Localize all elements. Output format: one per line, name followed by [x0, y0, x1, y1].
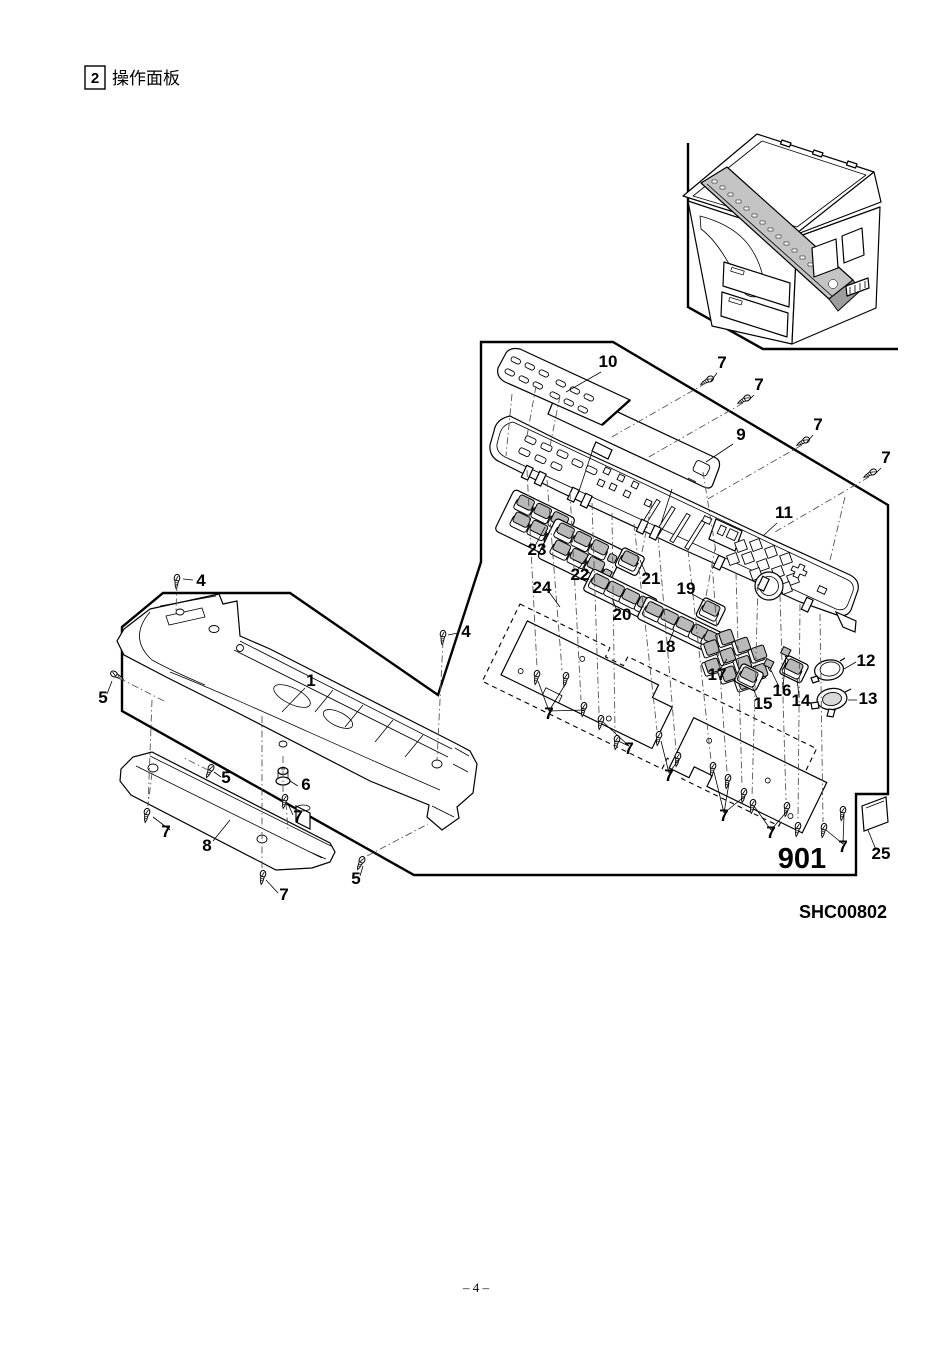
label-20: 20	[613, 605, 632, 624]
label-10: 10	[599, 352, 618, 371]
left-alignment-lines	[118, 583, 444, 868]
label-11: 11	[775, 503, 793, 522]
label-18: 18	[657, 637, 676, 656]
right-assembly	[481, 347, 889, 851]
label-7-left1: 7	[161, 822, 170, 841]
label-16: 16	[773, 681, 792, 700]
right-leaders	[534, 371, 882, 851]
part-13-dial	[810, 687, 852, 718]
label-24: 24	[533, 578, 552, 597]
label-7-pcb5: 7	[766, 823, 775, 842]
label-21: 21	[642, 569, 661, 588]
part-14-key	[779, 655, 809, 684]
label-17: 17	[708, 665, 727, 684]
part-8-strip	[119, 751, 336, 871]
label-4a: 4	[196, 571, 206, 590]
label-22: 22	[571, 565, 590, 584]
part-10-overlay-sheet	[497, 347, 632, 426]
part-21-key	[614, 547, 645, 576]
label-15: 15	[754, 694, 773, 713]
left-assembly	[106, 573, 478, 894]
section-index-box	[84, 65, 106, 90]
label-7-top1: 7	[717, 353, 726, 372]
label-7-top3: 7	[813, 415, 822, 434]
section-title-text: 操作面板	[112, 69, 180, 88]
part-19-key	[695, 597, 726, 626]
label-5a: 5	[98, 688, 107, 707]
label-4b: 4	[461, 622, 471, 641]
part-25-sheet	[861, 796, 889, 832]
part-labels: 4 4 5 1 5 6 7 8 7 5 7 10 7 7 9 7 7 11 23…	[98, 352, 890, 904]
label-7-left2: 7	[293, 807, 302, 826]
part-1-front-cover	[116, 593, 478, 831]
part-12-dial	[810, 657, 846, 684]
label-7-pcb4: 7	[719, 806, 728, 825]
section-title: 2 操作面板	[84, 65, 180, 90]
screw-5b	[203, 763, 216, 780]
label-12: 12	[857, 651, 876, 670]
label-9: 9	[736, 425, 745, 444]
label-25: 25	[872, 844, 891, 863]
label-5b: 5	[221, 768, 230, 787]
label-7-top4: 7	[881, 448, 890, 467]
label-7-left3: 7	[279, 885, 288, 904]
assembly-code: 901	[778, 843, 826, 875]
label-14: 14	[792, 691, 811, 710]
part-16-clips	[762, 645, 792, 673]
drawing-code: SHC00802	[799, 902, 887, 922]
label-7-pcb2: 7	[624, 739, 633, 758]
label-6: 6	[301, 775, 310, 794]
screw-7-top1	[698, 374, 716, 388]
part-15-key	[734, 663, 764, 692]
label-13: 13	[859, 689, 878, 708]
label-23: 23	[528, 540, 547, 559]
copier-inset	[682, 133, 882, 345]
screw-7-left1	[141, 807, 151, 824]
label-5c: 5	[351, 869, 360, 888]
label-7-pcb1: 7	[544, 704, 553, 723]
label-7-pcb3: 7	[664, 766, 673, 785]
label-7-pcb6: 7	[838, 837, 847, 856]
screw-7-left3	[257, 869, 267, 886]
part-11-panel	[489, 415, 859, 633]
page-number: – 4 –	[462, 1280, 490, 1295]
section-index: 2	[91, 70, 99, 87]
label-8: 8	[202, 836, 211, 855]
label-7-top2: 7	[754, 375, 763, 394]
label-19: 19	[677, 579, 696, 598]
label-1: 1	[306, 671, 315, 690]
screw-7-top3	[794, 435, 812, 449]
right-alignment-lines	[505, 382, 870, 823]
left-leaders	[106, 578, 459, 894]
